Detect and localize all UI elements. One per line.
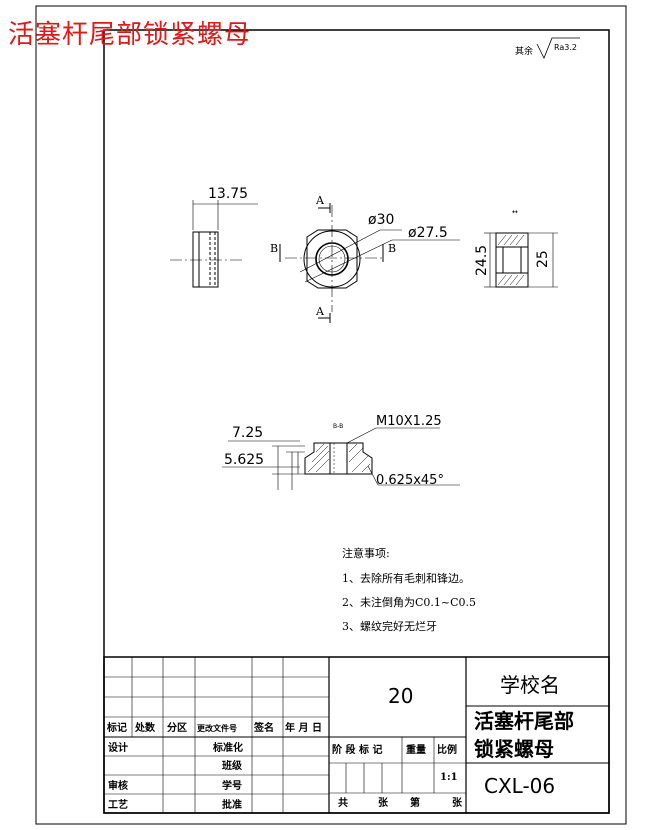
section-label-b-left: B — [270, 242, 278, 255]
tb-label-change-doc: 更改文件号 — [197, 723, 237, 733]
notes-heading: 注意事项: — [342, 546, 390, 560]
roughness-value: Ra3.2 — [554, 43, 577, 52]
tb-label-process: 工艺 — [108, 798, 128, 811]
section-label-b-right: B — [388, 242, 396, 255]
surface-roughness-note: 其余 Ra3.2 — [515, 37, 580, 59]
section-mark-mid: B-B — [333, 423, 343, 430]
tb-label-mark: 标记 — [106, 721, 127, 734]
section-view-right — [484, 232, 558, 288]
section-label-a-top: A — [315, 194, 325, 207]
tb-label-total: 共 — [338, 796, 348, 809]
tb-scale-value: 1:1 — [440, 772, 458, 783]
tb-label-weight: 重量 — [406, 743, 426, 756]
dim-diameter-27-5: ø27.5 — [408, 225, 448, 241]
side-view — [170, 200, 258, 288]
tb-quantity: 20 — [388, 684, 413, 708]
tb-school-name: 学校名 — [500, 673, 560, 697]
note-item: 2、未注倒角为C0.1~C0.5 — [342, 595, 476, 609]
dim-chamfer: 0.625x45° — [376, 473, 444, 488]
tb-label-zone: 分区 — [167, 721, 187, 734]
tb-part-name-line1: 活塞杆尾部 — [474, 709, 574, 733]
dim-width-13-75: 13.75 — [208, 186, 248, 202]
section-view-lower — [222, 427, 460, 490]
note-item: 3、螺纹完好无烂牙 — [342, 619, 437, 633]
note-item: 1、去除所有毛刺和锋边。 — [342, 571, 470, 585]
tb-label-count: 处数 — [134, 721, 156, 734]
tb-label-page-unit: 张 — [452, 796, 463, 809]
tb-label-review: 审核 — [108, 779, 128, 792]
front-view — [279, 203, 460, 323]
dim-5-625: 5.625 — [224, 452, 264, 468]
tb-label-stage-mark: 阶 段 标 记 — [332, 743, 382, 756]
dim-height-25: 25 — [535, 250, 551, 268]
tb-label-standardize: 标准化 — [212, 741, 243, 754]
tb-label-date: 年 月 日 — [285, 721, 322, 734]
tb-label-student-no: 学号 — [222, 779, 242, 792]
tb-label-approve: 批准 — [222, 798, 242, 811]
tb-label-page: 第 — [410, 796, 420, 809]
overlay-title: 活塞杆尾部锁紧螺母 — [8, 20, 252, 50]
roughness-prefix: 其余 — [515, 45, 533, 57]
section-mark-top: ↔ — [512, 208, 518, 216]
tb-drawing-no: CXL-06 — [484, 774, 555, 798]
dim-thread: M10X1.25 — [376, 414, 442, 429]
tb-label-sheet-unit: 张 — [378, 796, 389, 809]
title-block — [103, 656, 610, 814]
title-block-text: 标记 处数 分区 更改文件号 签名 年 月 日 设计 标准化 班级 审核 学号 … — [106, 673, 574, 811]
dim-height-24-5: 24.5 — [474, 245, 490, 276]
tb-label-scale: 比例 — [437, 743, 457, 756]
tb-part-name-line2: 锁紧螺母 — [474, 737, 554, 761]
section-label-a-bottom: A — [315, 305, 325, 318]
technical-notes: 注意事项: 1、去除所有毛刺和锋边。 2、未注倒角为C0.1~C0.5 3、螺纹… — [342, 546, 476, 633]
tb-label-signature: 签名 — [253, 721, 274, 734]
outer-frame — [35, 5, 627, 825]
dim-7-25: 7.25 — [232, 425, 263, 441]
tb-label-design: 设计 — [108, 741, 128, 754]
tb-label-class: 班级 — [222, 759, 243, 772]
roughness-symbol-icon — [536, 37, 580, 59]
dim-diameter-30: ø30 — [368, 212, 394, 228]
